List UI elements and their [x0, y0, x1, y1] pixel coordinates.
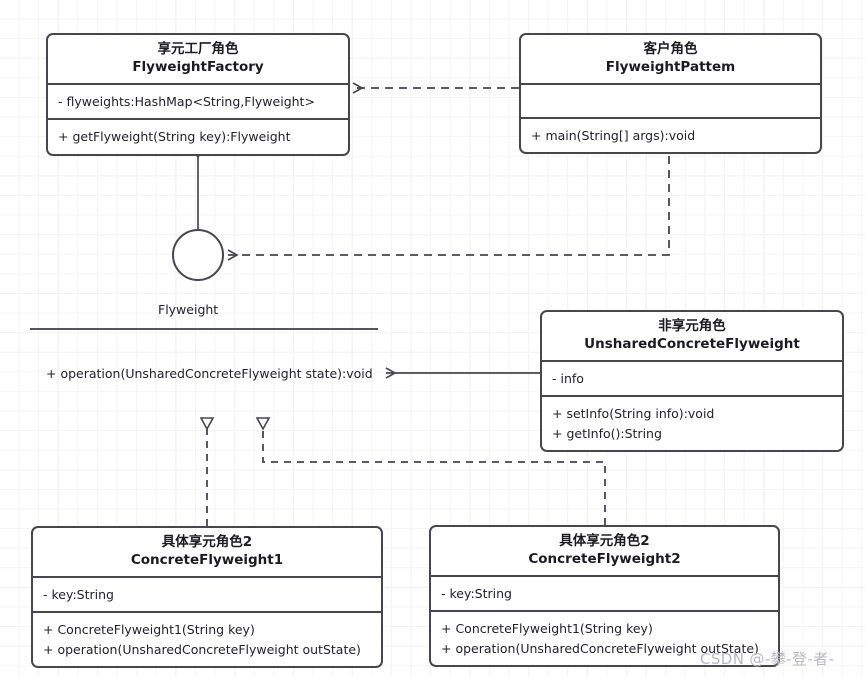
- class-operations-concrete1: + ConcreteFlyweight1(String key) + opera…: [33, 611, 381, 666]
- operation-row: + operation(UnsharedConcreteFlyweight ou…: [43, 641, 361, 657]
- operation-row: + ConcreteFlyweight1(String key): [43, 622, 255, 638]
- class-attributes-flyweight-factory: - flyweights:HashMap<String,Flyweight>: [48, 83, 348, 118]
- class-title-cn: 享元工厂角色: [157, 41, 239, 57]
- class-header-unshared: 非享元角色 UnsharedConcreteFlyweight: [542, 312, 842, 360]
- class-attributes-unshared: - info: [542, 360, 842, 395]
- attribute-row: - key:String: [43, 587, 114, 603]
- attribute-row: - flyweights:HashMap<String,Flyweight>: [58, 94, 315, 110]
- class-box-flyweight-factory[interactable]: 享元工厂角色 FlyweightFactory - flyweights:Has…: [46, 33, 350, 156]
- class-title-cn: 具体享元角色2: [161, 534, 253, 550]
- class-attributes-concrete2: - key:String: [431, 575, 778, 610]
- operation-row: + main(String[] args):void: [531, 128, 696, 144]
- class-header-flyweight-factory: 享元工厂角色 FlyweightFactory: [48, 35, 348, 83]
- class-title-en: ConcreteFlyweight2: [528, 550, 681, 567]
- attribute-row: - key:String: [441, 586, 512, 602]
- class-title-en: FlyweightPattem: [605, 58, 736, 75]
- edge-concrete2-to-flyweight: [263, 418, 606, 525]
- operation-row: + ConcreteFlyweight1(String key): [441, 621, 653, 637]
- class-header-concrete2: 具体享元角色2 ConcreteFlyweight2: [431, 527, 778, 575]
- operation-row: + getFlyweight(String key):Flyweight: [58, 129, 291, 145]
- attribute-row: - info: [552, 371, 584, 387]
- class-title-cn: 非享元角色: [658, 318, 726, 334]
- edge-factory-to-flyweight: [172, 143, 224, 281]
- class-box-concrete-flyweight-2[interactable]: 具体享元角色2 ConcreteFlyweight2 - key:String …: [429, 525, 780, 668]
- class-title-en: UnsharedConcreteFlyweight: [584, 335, 800, 352]
- class-operations-concrete2: + ConcreteFlyweight1(String key) + opera…: [431, 610, 778, 665]
- class-title-en: ConcreteFlyweight1: [130, 551, 284, 568]
- operation-row: + getInfo():String: [552, 425, 662, 441]
- interface-title: Flyweight: [158, 302, 219, 317]
- interface-divider: [30, 328, 378, 330]
- class-attributes-client: [521, 83, 820, 117]
- operation-row: + setInfo(String info):void: [552, 406, 715, 422]
- class-header-client: 客户角色 FlyweightPattem: [521, 35, 820, 83]
- class-title-cn: 具体享元角色2: [559, 533, 650, 549]
- edge-client-to-flyweight: [227, 142, 670, 261]
- watermark-text: CSDN @-攀-登-者-: [700, 650, 835, 668]
- class-operations-client: + main(String[] args):void: [521, 117, 820, 152]
- interface-operation: + operation(UnsharedConcreteFlyweight st…: [46, 366, 373, 381]
- class-attributes-concrete1: - key:String: [33, 576, 381, 611]
- class-title-cn: 客户角色: [643, 41, 698, 57]
- class-box-concrete-flyweight-1[interactable]: 具体享元角色2 ConcreteFlyweight1 - key:String …: [31, 526, 383, 669]
- class-box-client[interactable]: 客户角色 FlyweightPattem + main(String[] arg…: [519, 33, 822, 155]
- flyweight-lollipop-circle: [172, 229, 224, 281]
- class-header-concrete1: 具体享元角色2 ConcreteFlyweight1: [33, 528, 381, 576]
- class-title-en: FlyweightFactory: [132, 58, 264, 75]
- class-operations-flyweight-factory: + getFlyweight(String key):Flyweight: [48, 118, 348, 153]
- operation-row: + operation(UnsharedConcreteFlyweight ou…: [441, 640, 759, 656]
- class-box-unshared-concrete-flyweight[interactable]: 非享元角色 UnsharedConcreteFlyweight - info +…: [540, 310, 844, 453]
- class-operations-unshared: + setInfo(String info):void + getInfo():…: [542, 395, 842, 450]
